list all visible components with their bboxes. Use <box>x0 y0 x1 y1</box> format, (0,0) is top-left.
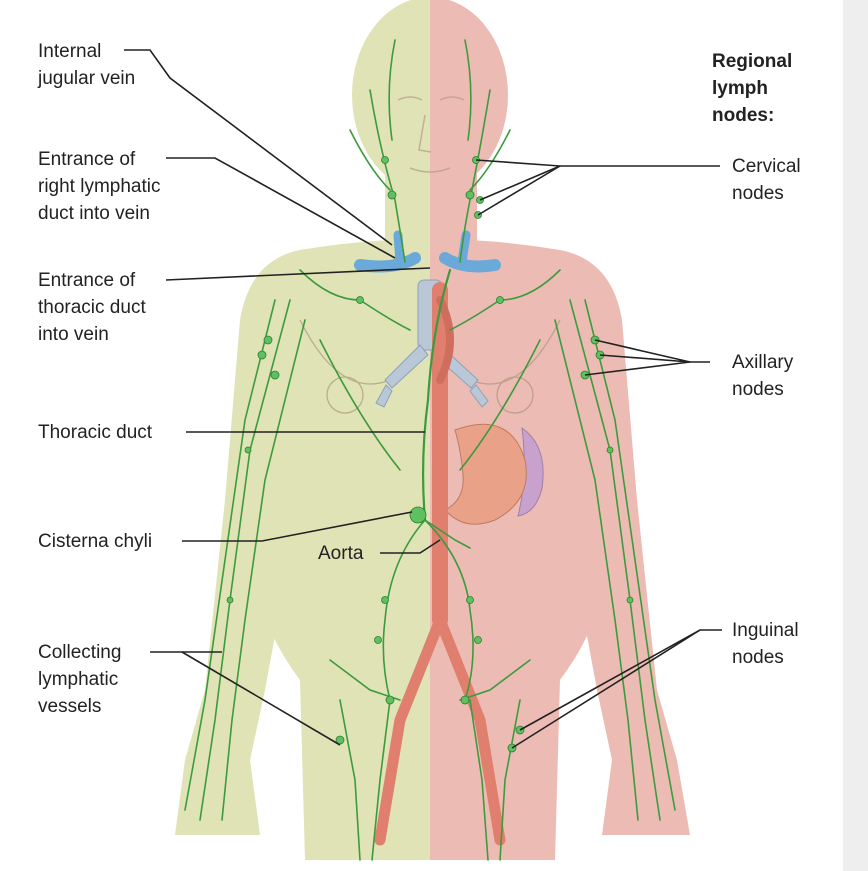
leader-cervical <box>475 159 720 167</box>
label-internal-jugular-vein: Internal jugular vein <box>38 41 136 89</box>
subclavian-veins <box>354 230 501 273</box>
label-thoracic-duct-entrance: Entrance of thoracic duct into vein <box>38 270 146 345</box>
leader-lines <box>124 49 722 749</box>
label-thoracic-duct: Thoracic duct <box>38 422 153 443</box>
leader-axillary-2 <box>599 354 691 363</box>
leader-cisterna-chyli <box>182 511 413 542</box>
side-panel <box>843 0 868 871</box>
aorta-vessel <box>374 282 506 846</box>
chest-outline <box>299 319 561 414</box>
leader-aorta <box>380 539 441 554</box>
leader-cervical-2 <box>479 165 561 201</box>
label-inguinal-nodes: Inguinal nodes <box>732 620 799 668</box>
label-right-lymphatic-duct: Entrance of right lymphatic duct into ve… <box>38 149 161 224</box>
leader-internal-jugular <box>124 49 393 246</box>
leader-collecting-2 <box>181 651 341 746</box>
leader-axillary-3 <box>584 361 691 376</box>
label-cervical-nodes: Cervical nodes <box>732 156 801 204</box>
label-collecting-lymphatic-vessels: Collecting lymphatic vessels <box>38 642 122 717</box>
label-aorta: Aorta <box>318 543 364 564</box>
leader-right-lymphatic <box>166 157 396 259</box>
regional-lymph-nodes-heading: Regional lymph nodes: <box>712 51 793 126</box>
leader-thoracic-entrance <box>165 267 431 281</box>
lymph-nodes <box>226 156 634 753</box>
face-details <box>397 96 465 173</box>
leader-inguinal-2 <box>511 629 701 749</box>
label-axillary-nodes: Axillary nodes <box>732 352 794 400</box>
label-cisterna-chyli: Cisterna chyli <box>38 531 153 552</box>
lymphatic-system-illustration <box>124 0 722 861</box>
leader-cervical-3 <box>477 165 561 216</box>
stomach <box>444 423 527 525</box>
